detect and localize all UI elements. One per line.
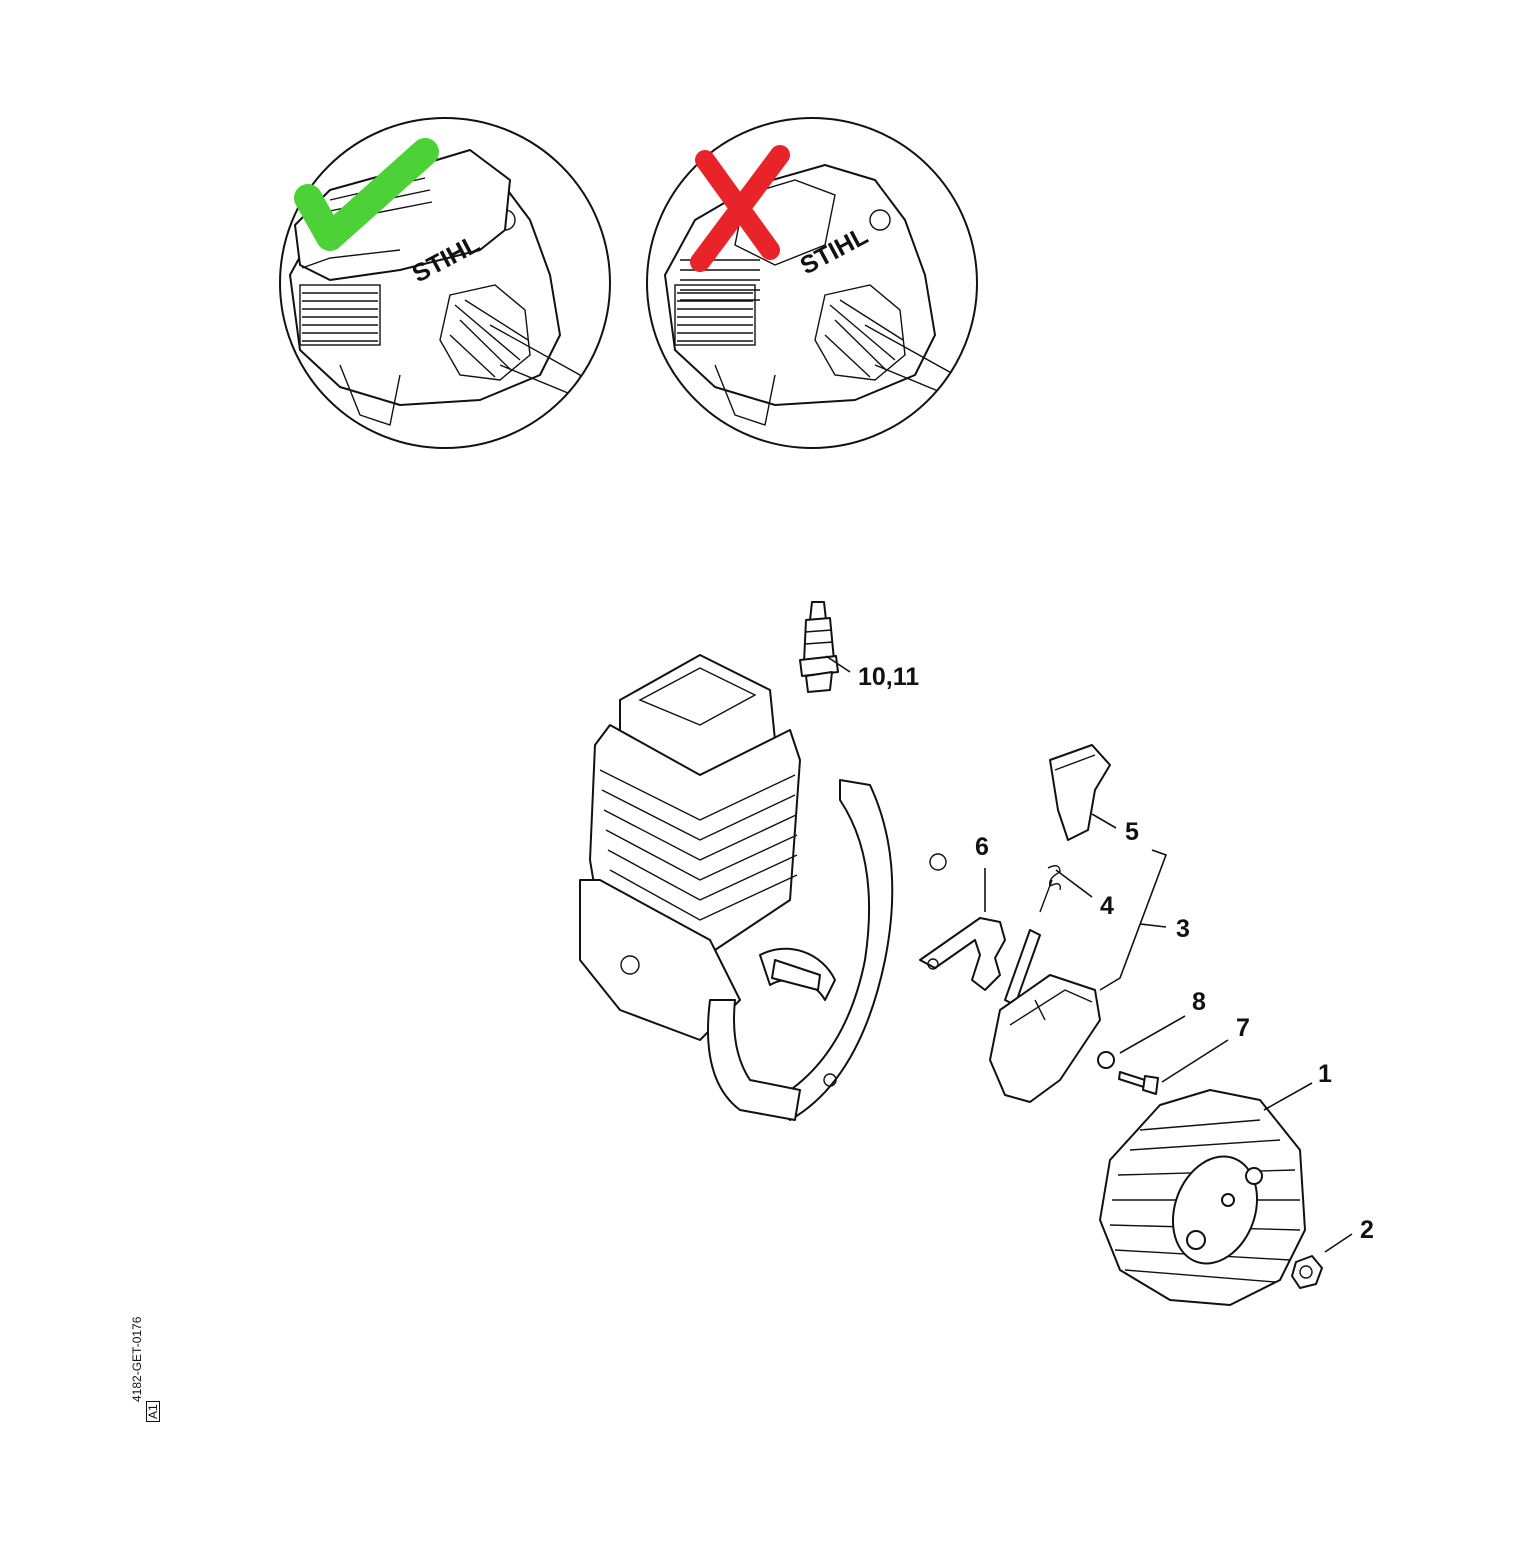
bracket — [919, 917, 1006, 991]
engine-illustration-incorrect — [664, 164, 961, 426]
correct-example-panel: STIHL — [279, 117, 611, 449]
spark-plug — [799, 601, 839, 693]
ignition-module — [989, 929, 1101, 1103]
callout-nut: 2 — [1360, 1216, 1374, 1244]
drawing-code: 4182-GET-0176 — [130, 1316, 144, 1402]
callout-washer: 8 — [1192, 988, 1206, 1016]
callout-flywheel: 1 — [1318, 1060, 1332, 1088]
callout-spark-plug: 10,11 — [858, 663, 919, 691]
revision-box: A1 — [146, 1401, 160, 1422]
callout-bracket: 6 — [975, 833, 989, 861]
callout-spring: 4 — [1100, 892, 1114, 920]
screw — [1118, 1071, 1159, 1095]
grommet — [1049, 744, 1111, 841]
cross-mark-icon — [690, 145, 790, 272]
leader-lines — [825, 655, 1353, 1253]
washer — [1097, 1051, 1115, 1069]
flywheel — [1099, 1089, 1306, 1306]
callout-screw: 7 — [1236, 1014, 1250, 1042]
callout-ignition-module: 3 — [1176, 915, 1190, 943]
spring — [1039, 865, 1061, 913]
incorrect-example-panel: STIHL — [646, 117, 978, 449]
callout-grommet: 5 — [1125, 818, 1139, 846]
cylinder-crankcase-assembly — [579, 654, 947, 1121]
check-mark-icon — [294, 138, 439, 251]
nut — [1291, 1255, 1323, 1289]
